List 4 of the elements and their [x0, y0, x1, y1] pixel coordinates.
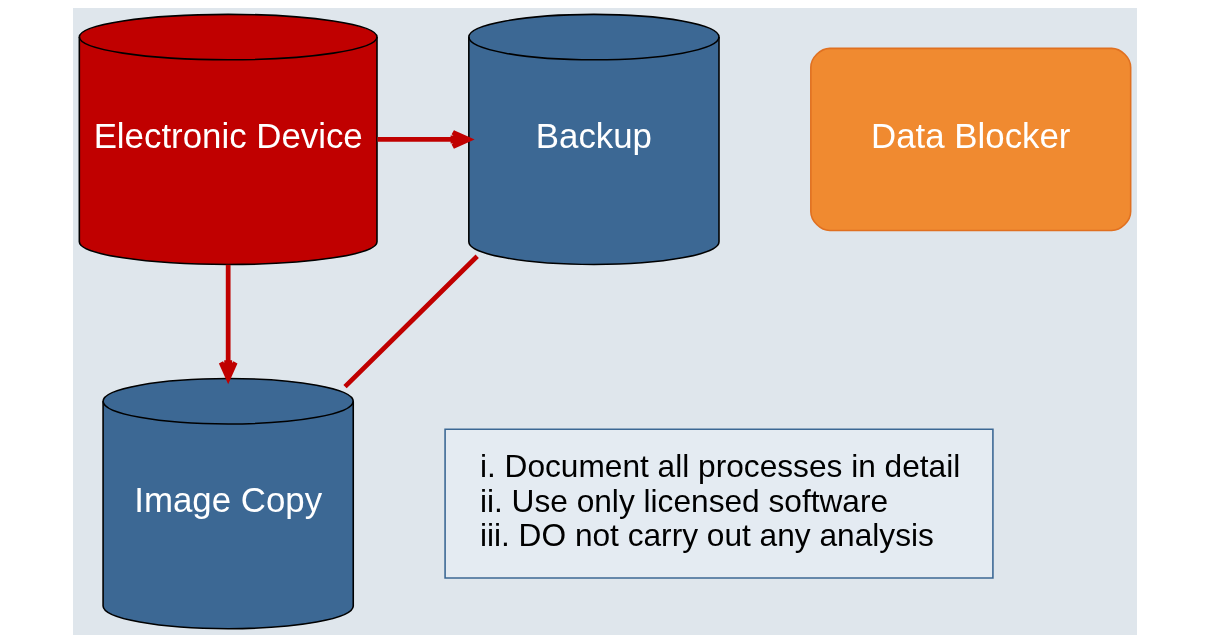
connector — [342, 254, 479, 389]
node-box: i. Document all processes in detail ii. Use only licensed software iii. DO not carry out any analysis — [443, 428, 994, 579]
node-box: Data Blocker — [809, 47, 1131, 232]
arrow — [218, 264, 238, 381]
